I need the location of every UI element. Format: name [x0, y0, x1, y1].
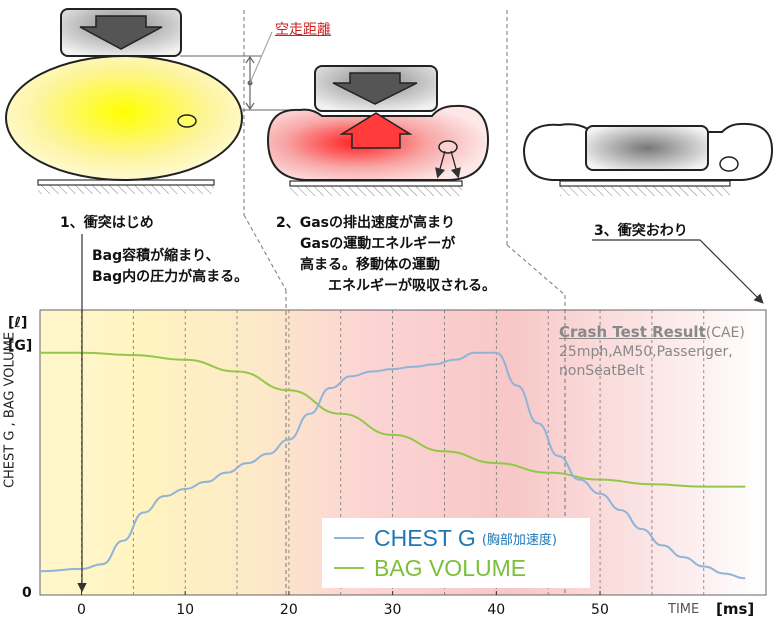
- stage3-vent: [719, 156, 739, 172]
- phase-boundary-line-2b: [506, 244, 566, 296]
- stage3-illustration: [522, 122, 774, 196]
- chart-legend: CHEST G (胸部加速度) BAG VOLUME: [322, 518, 590, 588]
- stage1-illustration: [5, 8, 243, 194]
- result-title-block: Crash Test Result(CAE): [559, 322, 745, 341]
- legend-chest-row: CHEST G (胸部加速度): [334, 524, 557, 552]
- stage1-vent: [177, 114, 197, 128]
- bag-volume-line: [40, 351, 746, 488]
- stage3-floor: [559, 180, 731, 187]
- stage2-floor: [289, 180, 463, 187]
- step1-title: 1、衝突はじめ: [60, 215, 154, 231]
- stage1-airbag: [5, 55, 243, 181]
- legend-chest-sublabel: (胸部加速度): [481, 532, 557, 548]
- step2-line4: エネルギーが吸収される。: [328, 278, 496, 294]
- stage2-floor-hatch: [290, 186, 462, 196]
- step2-line2: Gasの運動エネルギーが: [300, 236, 456, 252]
- step3-pointer-arrow: [592, 239, 764, 304]
- legend-bag-swatch: [334, 567, 364, 569]
- stage2-illustration: [266, 65, 490, 196]
- stage2-gas-arrow-left-icon: [435, 150, 446, 179]
- y-unit-g: [G]: [8, 338, 33, 354]
- legend-bag-label: BAG VOLUME: [374, 554, 527, 581]
- stage2-up-arrow-icon: [339, 112, 413, 149]
- x-axis-label: TIME: [668, 602, 700, 617]
- stage2-down-arrow-icon: [332, 72, 418, 105]
- chest-g-line: [39, 351, 746, 580]
- phase-boundary-line-1b: [243, 214, 287, 291]
- stage2-vent: [438, 140, 458, 154]
- free-travel-label: 空走距離: [275, 22, 331, 38]
- y-axis-label: CHEST G , BAG VOLUME: [2, 331, 18, 489]
- result-title-suffix: (CAE): [705, 325, 745, 341]
- x-tick-label: 30: [383, 602, 402, 618]
- x-axis-unit: [ms]: [716, 600, 755, 618]
- step1-desc-line2: Bag内の圧力が高まる。: [92, 269, 249, 285]
- x-tick-label: 40: [487, 602, 506, 618]
- x-tick-label: 10: [176, 602, 195, 618]
- step2-line1: 2、Gasの排出速度が高まり: [276, 215, 456, 231]
- x-tick-label: 0: [76, 602, 86, 618]
- step1-desc-line1: Bag容積が縮まり、: [92, 248, 220, 264]
- stage2-gas-arrow-right-icon: [450, 150, 461, 179]
- step3-title: 3、衝突おわり: [594, 223, 688, 239]
- y-unit-liter: [ℓ]: [8, 315, 28, 331]
- x-tick-label: 50: [591, 602, 609, 618]
- stage1-floor-hatch: [38, 184, 214, 194]
- legend-bag-row: BAG VOLUME: [334, 554, 526, 582]
- legend-chest-label: CHEST G: [374, 524, 476, 551]
- stage1-down-arrow-icon: [79, 15, 163, 50]
- stage3-impactor: [585, 125, 709, 171]
- step2-line3: 高まる。移動体の運動: [300, 257, 440, 273]
- x-tick-label: 20: [279, 602, 298, 618]
- stage3-floor-hatch: [560, 186, 730, 196]
- result-line-1: 25mph,AM50,Passenger,: [559, 344, 733, 360]
- result-title: Crash Test Result: [559, 323, 706, 341]
- y-zero-label: 0: [22, 585, 32, 601]
- legend-chest-swatch: [334, 537, 364, 539]
- result-line-2: nonSeatBelt: [559, 363, 645, 379]
